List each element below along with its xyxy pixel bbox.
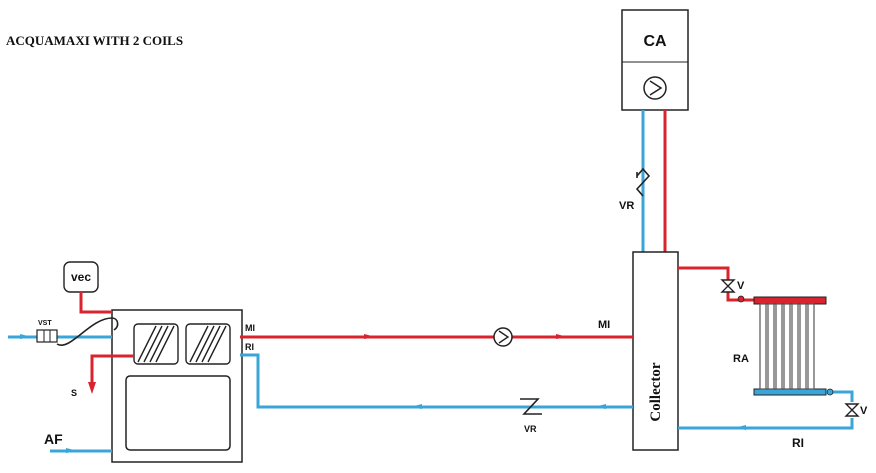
check-valve-bottom-icon (520, 398, 542, 415)
radiator-flow-pipe (726, 292, 756, 302)
flow-line-mi-label: MI (598, 319, 610, 331)
diagram-title: ACQUAMAXI WITH 2 COILS (6, 33, 183, 48)
flow-arrow-icon (556, 334, 568, 339)
valve-bottom-label: V (860, 405, 868, 417)
radiator-return-label: RI (792, 436, 804, 450)
hot-outlet-label: S (71, 388, 77, 398)
radiator-inlet-fitting (737, 295, 745, 303)
expansion-vessel: vec (63, 261, 99, 293)
hot-outlet-pipe (90, 354, 134, 384)
collector-label: Collector (648, 362, 664, 421)
radiator (753, 296, 827, 396)
cold-feed-label: AF (44, 431, 63, 447)
mixing-valve-capillary (56, 317, 119, 346)
return-arrow-icon (594, 404, 606, 409)
boiler-pump-icon (643, 76, 667, 100)
check-valve-top-icon (635, 167, 651, 197)
return-line-ri-tank (240, 353, 633, 409)
coil-left-icon (133, 323, 179, 365)
tank-ri-label: RI (245, 342, 254, 352)
boiler-ca: CA (621, 9, 689, 111)
hot-outlet-arrow-icon (88, 382, 96, 394)
boiler-label: CA (643, 33, 667, 50)
valve-top-label: V (737, 280, 745, 292)
check-valve-top-label: VR (619, 200, 634, 212)
radiator-label: RA (733, 353, 749, 365)
flow-arrow-icon (364, 334, 376, 339)
tank-mi-label: MI (245, 323, 255, 333)
radiator-flow-pipe (678, 266, 730, 280)
mixing-valve-label: VST (38, 320, 52, 327)
coil-right-icon (185, 323, 231, 365)
return-arrow-icon (410, 404, 422, 409)
radiator-return-line-ri (678, 418, 854, 430)
circulation-pump-icon (493, 327, 513, 347)
radiator-return-pipe (826, 390, 854, 402)
valve-bottom-icon (844, 403, 860, 417)
check-valve-bottom-label: VR (524, 424, 537, 434)
return-arrow-icon (734, 425, 746, 430)
inlet-arrow-icon (20, 334, 32, 339)
mixing-valve-icon (36, 329, 58, 343)
expansion-vessel-label: vec (71, 270, 91, 284)
valve-top-icon (720, 279, 736, 293)
cold-feed-arrow-icon (66, 448, 78, 453)
radiator-outlet-fitting (826, 388, 834, 396)
collector-box (632, 251, 679, 451)
vessel-pipe (79, 292, 112, 314)
